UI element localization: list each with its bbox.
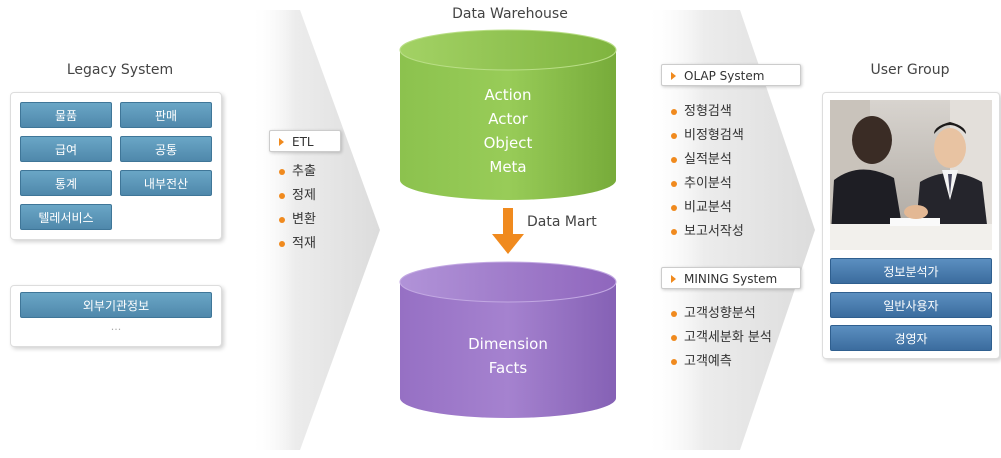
bullet-icon [671, 157, 677, 163]
down-arrow-icon [492, 208, 524, 254]
list-item: 정형검색 [669, 100, 744, 124]
legacy-button-internal-it[interactable]: 내부전산 [120, 170, 212, 196]
list-item: 보고서작성 [669, 220, 744, 244]
datamart-items: Dimension Facts [450, 332, 566, 380]
external-agency-info-button[interactable]: 외부기관정보 [20, 292, 212, 318]
triangle-bullet-icon [671, 72, 676, 80]
legacy-button-payroll[interactable]: 급여 [20, 136, 112, 162]
data-mart-label: Data Mart [527, 214, 597, 230]
user-button-info-analyst[interactable]: 정보분석가 [830, 258, 992, 284]
list-item: 비교분석 [669, 196, 744, 220]
bullet-icon [671, 229, 677, 235]
list-item: 변환 [277, 208, 316, 232]
warehouse-item-action: Action [484, 86, 532, 104]
flow-arrow-right [645, 10, 815, 450]
legacy-button-common[interactable]: 공통 [120, 136, 212, 162]
bullet-icon [279, 169, 285, 175]
user-button-general-user[interactable]: 일반사용자 [830, 292, 992, 318]
triangle-bullet-icon [671, 275, 676, 283]
list-item: 비정형검색 [669, 124, 744, 148]
list-item: 추출 [277, 160, 316, 184]
warehouse-item-meta: Meta [489, 158, 527, 176]
business-meeting-photo [830, 100, 992, 250]
triangle-bullet-icon [279, 138, 284, 146]
olap-tag-label: OLAP System [684, 69, 765, 83]
bullet-icon [671, 359, 677, 365]
user-group-title: User Group [870, 62, 950, 78]
olap-items-list: 정형검색 비정형검색 실적분석 추이분석 비교분석 보고서작성 [669, 100, 744, 244]
bullet-icon [671, 335, 677, 341]
olap-system-tag: OLAP System [661, 64, 801, 86]
external-more-ellipsis: ... [110, 320, 122, 333]
bullet-icon [279, 241, 285, 247]
bullet-icon [671, 311, 677, 317]
warehouse-item-actor: Actor [488, 110, 528, 128]
bullet-icon [279, 217, 285, 223]
list-item: 실적분석 [669, 148, 744, 172]
bullet-icon [671, 109, 677, 115]
warehouse-cylinder [399, 29, 617, 200]
mining-system-tag: MINING System [661, 267, 801, 289]
etl-tag-label: ETL [292, 135, 314, 149]
datamart-item-facts: Facts [488, 359, 528, 377]
bullet-icon [671, 133, 677, 139]
list-item: 고객예측 [669, 350, 772, 374]
bullet-icon [671, 205, 677, 211]
legacy-button-goods[interactable]: 물품 [20, 102, 112, 128]
legacy-button-teleservice[interactable]: 텔레서비스 [20, 204, 112, 230]
etl-steps-list: 추출 정제 변환 적재 [277, 160, 316, 256]
warehouse-item-object: Object [483, 134, 533, 152]
list-item: 고객세분화 분석 [669, 326, 772, 350]
mining-tag-label: MINING System [684, 272, 778, 286]
list-item: 추이분석 [669, 172, 744, 196]
warehouse-items: Action Actor Object Meta [450, 83, 566, 179]
user-button-executive[interactable]: 경영자 [830, 325, 992, 351]
bullet-icon [671, 181, 677, 187]
mining-items-list: 고객성향분석 고객세분화 분석 고객예측 [669, 302, 772, 374]
flow-arrow-left [250, 10, 380, 450]
list-item: 고객성향분석 [669, 302, 772, 326]
list-item: 적재 [277, 232, 316, 256]
data-warehouse-title: Data Warehouse [452, 6, 568, 22]
etl-tag: ETL [269, 130, 341, 152]
datamart-cylinder [399, 261, 617, 418]
legacy-system-title: Legacy System [66, 62, 174, 78]
bullet-icon [279, 193, 285, 199]
datamart-item-dimension: Dimension [468, 335, 548, 353]
legacy-button-sales[interactable]: 판매 [120, 102, 212, 128]
list-item: 정제 [277, 184, 316, 208]
legacy-button-statistics[interactable]: 통계 [20, 170, 112, 196]
